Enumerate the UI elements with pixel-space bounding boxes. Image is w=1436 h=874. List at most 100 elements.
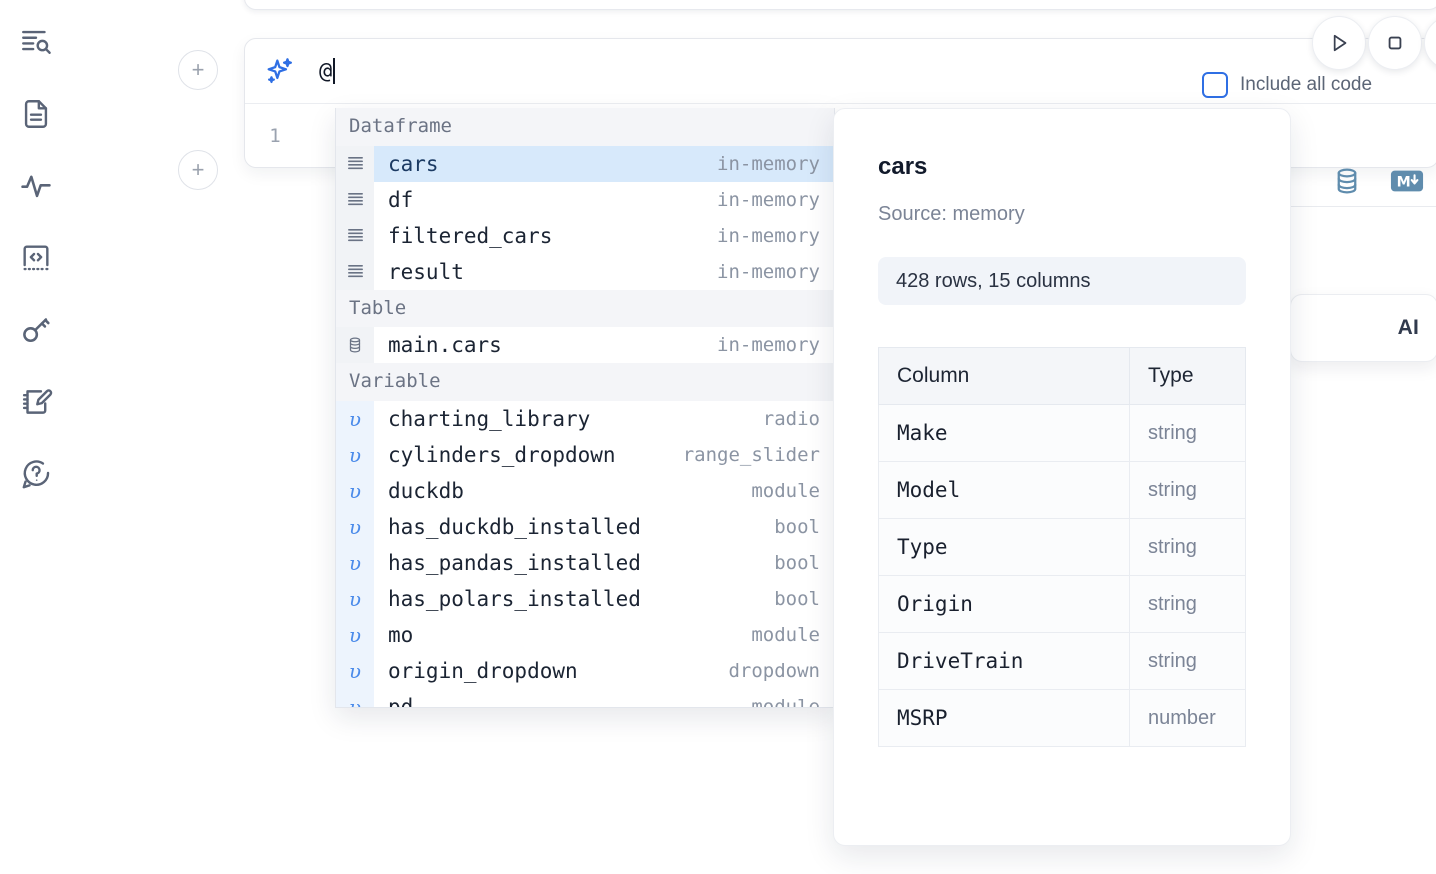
autocomplete-item[interactable]: main.cars in-memory — [336, 327, 834, 364]
file-icon[interactable] — [12, 90, 60, 138]
help-icon[interactable] — [12, 450, 60, 498]
autocomplete-item-name: pd — [388, 694, 414, 708]
variable-icon: υ — [336, 400, 374, 437]
preview-title: cars — [878, 153, 928, 180]
autocomplete-item-type: bool — [774, 515, 820, 538]
code-editor-row[interactable]: 1 — [245, 103, 1436, 167]
snippets-icon[interactable] — [12, 234, 60, 282]
autocomplete-item[interactable]: result in-memory — [336, 253, 834, 290]
autocomplete-item-name: filtered_cars — [388, 223, 553, 248]
variable-icon: υ — [336, 688, 374, 707]
autocomplete-item-name: charting_library — [388, 406, 591, 431]
table-icon — [336, 327, 374, 364]
activity-icon[interactable] — [12, 162, 60, 210]
ai-action-chip[interactable]: AI — [1290, 294, 1436, 362]
preview-column-type: number — [1129, 689, 1246, 747]
autocomplete-item-type: bool — [774, 551, 820, 574]
variable-icon: υ — [336, 616, 374, 653]
secrets-key-icon[interactable] — [12, 306, 60, 354]
preview-source: Source: memory — [878, 203, 1025, 225]
ai-prompt-row: @ — [245, 39, 1436, 103]
preview-column-type: string — [1129, 575, 1246, 633]
dataframe-icon — [336, 253, 374, 290]
dataframe-icon — [336, 217, 374, 254]
explore-icon[interactable] — [12, 18, 60, 66]
preview-column-name: MSRP — [878, 689, 1130, 747]
autocomplete-item-type: in-memory — [717, 260, 820, 283]
ai-prompt-value[interactable]: @ — [319, 58, 333, 84]
line-number: 1 — [269, 124, 281, 147]
autocomplete-item[interactable]: filtered_cars in-memory — [336, 217, 834, 254]
column-header-column: Column — [878, 347, 1130, 405]
autocomplete-item-type: range_slider — [682, 443, 820, 466]
autocomplete-item-name: origin_dropdown — [388, 658, 578, 683]
autocomplete-item-name: mo — [388, 622, 414, 647]
autocomplete-section-header: Dataframe — [336, 108, 834, 146]
variable-icon: υ — [336, 544, 374, 581]
previous-cell[interactable] — [244, 0, 1436, 10]
scratchpad-icon[interactable] — [12, 378, 60, 426]
run-button[interactable] — [1312, 16, 1366, 70]
autocomplete-item-type: in-memory — [717, 334, 820, 357]
autocomplete-item-type: in-memory — [717, 188, 820, 211]
preview-column-name: Type — [878, 518, 1130, 576]
autocomplete-item-type: dropdown — [728, 659, 820, 682]
preview-column-type: string — [1129, 461, 1246, 519]
autocomplete-item-name: duckdb — [388, 478, 464, 503]
autocomplete-item-type: in-memory — [717, 152, 820, 175]
database-icon[interactable] — [1332, 166, 1362, 201]
add-cell-above-button[interactable]: + — [178, 50, 218, 90]
autocomplete-section-header: Variable — [336, 363, 834, 401]
preview-shape-badge: 428 rows, 15 columns — [878, 257, 1246, 305]
preview-column-name: Model — [878, 461, 1130, 519]
sparkle-icon — [263, 54, 297, 88]
autocomplete-item-name: has_duckdb_installed — [388, 514, 641, 539]
cell-output-toolbar: M — [1332, 166, 1424, 201]
autocomplete-section-header: Table — [336, 289, 834, 328]
autocomplete-item-type: module — [751, 623, 820, 646]
ai-chip-label: AI — [1397, 316, 1419, 339]
include-all-code-label: Include all code — [1240, 74, 1373, 95]
text-caret — [333, 58, 336, 84]
markdown-icon[interactable]: M — [1390, 168, 1424, 199]
include-all-code-row[interactable]: Include all code — [1202, 72, 1372, 98]
autocomplete-item-name: result — [388, 259, 464, 284]
variable-icon: υ — [336, 436, 374, 473]
table-header-row: Column Type — [878, 347, 1246, 405]
svg-text:M: M — [1397, 175, 1411, 191]
variable-icon: υ — [336, 472, 374, 509]
autocomplete-item-type: module — [751, 695, 820, 708]
left-icon-rail — [0, 0, 72, 874]
preview-column-name: DriveTrain — [878, 632, 1130, 690]
autocomplete-item-name: df — [388, 187, 414, 212]
preview-column-type: string — [1129, 518, 1246, 576]
column-header-type: Type — [1129, 347, 1246, 405]
autocomplete-item-type: in-memory — [717, 224, 820, 247]
stop-button[interactable] — [1368, 16, 1422, 70]
include-all-code-checkbox[interactable] — [1202, 72, 1228, 98]
autocomplete-item[interactable]: υ cylinders_dropdown range_slider — [336, 436, 834, 473]
cell-divider — [1244, 206, 1436, 207]
autocomplete-item-name: cylinders_dropdown — [388, 442, 616, 467]
autocomplete-item-name: main.cars — [388, 333, 502, 358]
autocomplete-item-name: cars — [388, 151, 439, 176]
autocomplete-item[interactable]: df in-memory — [336, 181, 834, 218]
add-cell-below-button[interactable]: + — [178, 150, 218, 190]
autocomplete-item[interactable]: cars in-memory — [336, 145, 834, 182]
